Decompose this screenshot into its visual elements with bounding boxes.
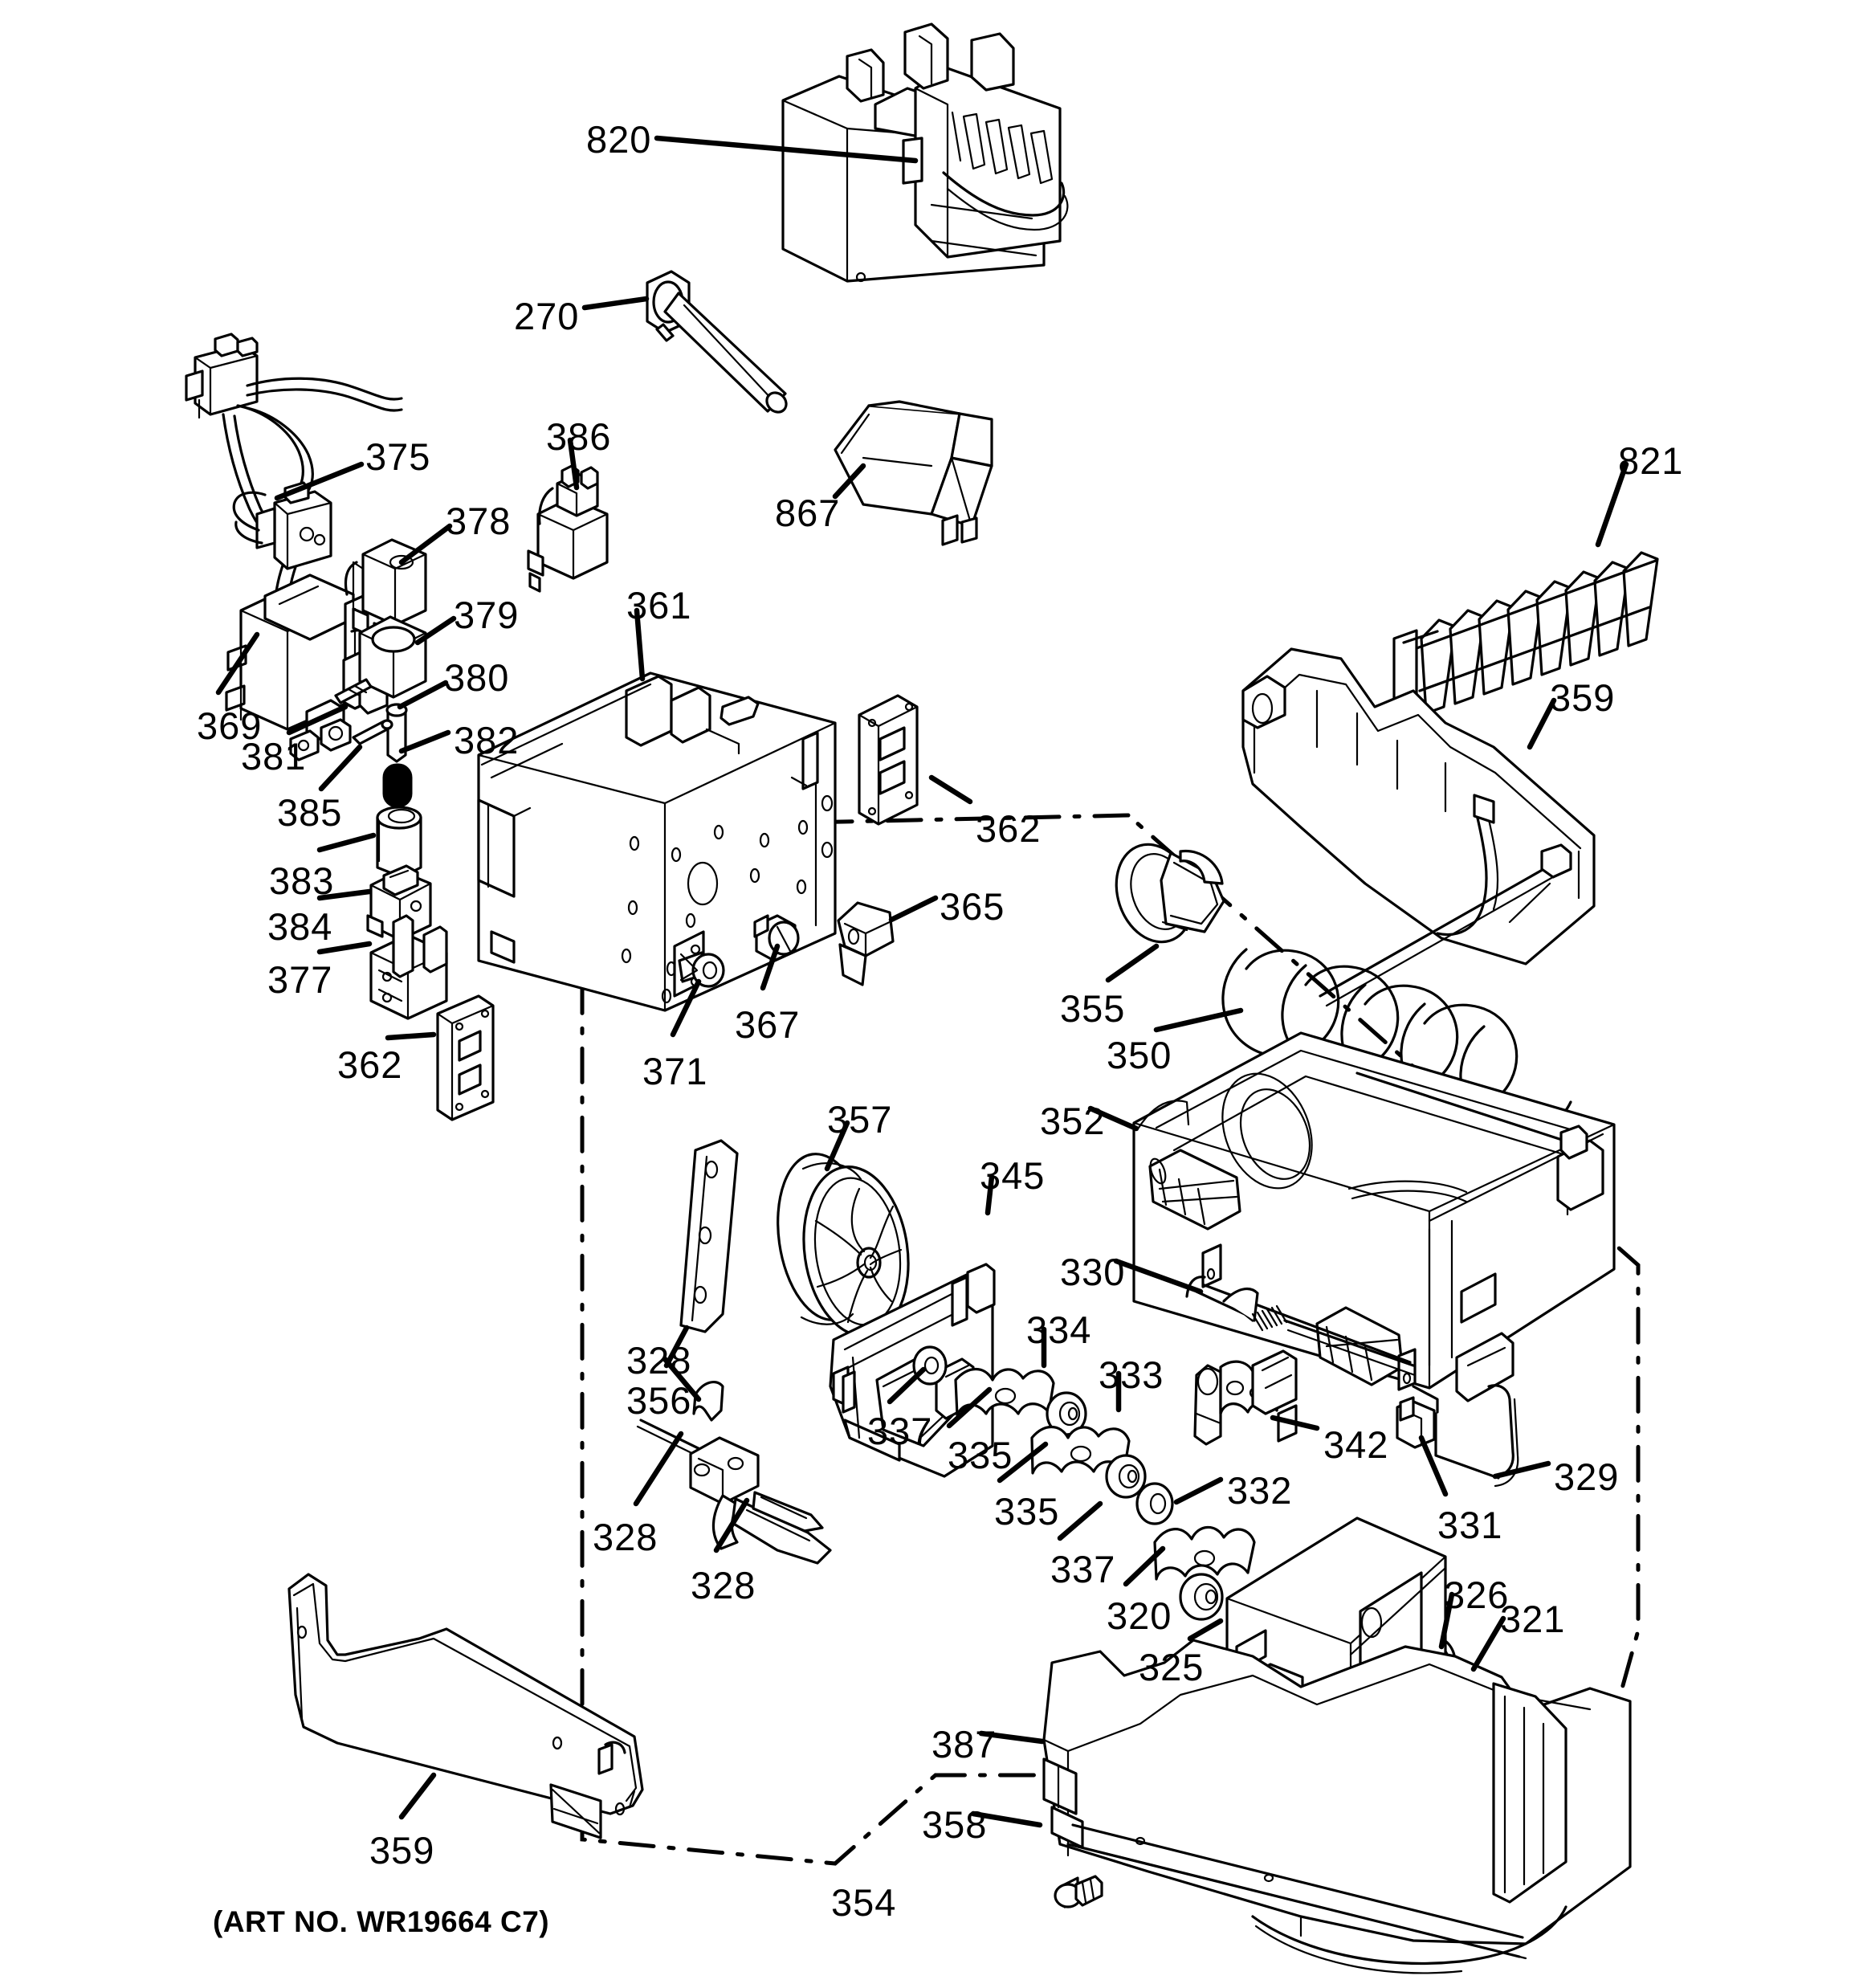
callout-369: 369 [197, 704, 263, 747]
art-number: (ART NO. WR19664 C7) [213, 1905, 550, 1938]
callout-325: 325 [1139, 1646, 1205, 1688]
callout-365: 365 [940, 885, 1005, 928]
callout-330: 330 [1060, 1251, 1126, 1293]
callout-329: 329 [1554, 1455, 1620, 1498]
part-fan-bracket [679, 1139, 739, 1333]
part-roll-pin [334, 678, 373, 704]
callout-378: 378 [446, 500, 512, 542]
callout-367: 367 [735, 1003, 801, 1046]
part-link-rod [352, 719, 393, 745]
part-ice-bucket [1132, 1031, 1616, 1402]
part-ice-crusher-blades [1392, 551, 1659, 718]
part-auger-coupling [1115, 843, 1225, 944]
part-mounting-plate-left [436, 994, 495, 1121]
callout-361: 361 [626, 584, 692, 627]
part-ice-maker-module [781, 22, 1069, 283]
callout-335: 335 [948, 1434, 1013, 1476]
callout-362: 362 [976, 807, 1042, 850]
callout-321: 321 [1500, 1598, 1566, 1640]
part-mounting-plate-right [858, 694, 919, 826]
part-blower-fan-wheel [777, 1153, 910, 1337]
part-actuator-rod [1185, 1276, 1417, 1377]
part-bushing-sleeve [376, 806, 422, 879]
part-spring [382, 763, 413, 808]
callout-320: 320 [1107, 1594, 1172, 1637]
callout-371: 371 [642, 1050, 708, 1092]
part-switch-bracket [369, 914, 448, 1020]
callout-379: 379 [454, 594, 520, 636]
part-bearing-337b [1135, 1482, 1174, 1525]
callout-383: 383 [269, 859, 335, 902]
callout-270: 270 [514, 295, 580, 337]
part-crusher-arm [1193, 1349, 1298, 1446]
part-pivot-bracket [1396, 1396, 1436, 1449]
assembly-boundary-path [580, 813, 1641, 1866]
callout-334: 334 [1026, 1308, 1092, 1351]
callout-354: 354 [831, 1881, 897, 1924]
part-duct-cover-right [1241, 647, 1596, 965]
callout-384: 384 [267, 905, 333, 948]
part-retainer-clip [837, 901, 895, 986]
callout-381: 381 [241, 735, 307, 778]
part-bushing-320 [1179, 1573, 1224, 1621]
part-cam-follower-332 [1153, 1525, 1256, 1581]
callout-382: 382 [454, 719, 520, 761]
callout-375: 375 [365, 435, 431, 478]
callout-358: 358 [922, 1803, 988, 1846]
callout-359: 359 [1550, 676, 1616, 719]
part-washer-334a [912, 1345, 948, 1386]
part-ice-maker-shroud [477, 672, 837, 1012]
part-ice-chute-trough [834, 400, 993, 546]
callout-332: 332 [1227, 1469, 1293, 1512]
callout-380: 380 [444, 656, 510, 699]
callout-867: 867 [775, 492, 841, 534]
callout-356: 356 [626, 1379, 692, 1422]
part-push-nut [678, 951, 725, 988]
part-grommet-screw [753, 914, 800, 962]
part-auger-motor-shaft [646, 270, 788, 414]
callout-821: 821 [1618, 439, 1684, 482]
callout-342: 342 [1323, 1423, 1389, 1466]
callout-357: 357 [827, 1098, 893, 1141]
callout-362: 362 [337, 1043, 403, 1086]
callout-359: 359 [369, 1829, 435, 1872]
callout-337: 337 [1050, 1548, 1116, 1590]
callout-345: 345 [980, 1154, 1046, 1197]
callout-820: 820 [586, 118, 652, 161]
callout-386: 386 [546, 415, 612, 458]
callout-385: 385 [277, 791, 343, 834]
part-spacer-335b [1105, 1454, 1147, 1499]
callout-331: 331 [1437, 1504, 1503, 1546]
callout-350: 350 [1107, 1034, 1172, 1076]
part-dispenser-housing-pan [1042, 1639, 1632, 1974]
part-plunger-pin [385, 703, 408, 763]
callout-355: 355 [1060, 987, 1126, 1030]
callout-328: 328 [691, 1564, 756, 1606]
callout-377: 377 [267, 958, 333, 1001]
callout-352: 352 [1040, 1100, 1106, 1142]
callout-326: 326 [1444, 1574, 1510, 1616]
part-screw [1054, 1875, 1103, 1908]
callout-328: 328 [626, 1339, 692, 1382]
part-relay-switch [527, 464, 609, 593]
part-duct-cover-bottom [287, 1573, 644, 1839]
part-spacer-335a [1046, 1391, 1087, 1436]
callout-335: 335 [994, 1490, 1060, 1533]
callout-333: 333 [1099, 1353, 1164, 1396]
callout-328: 328 [593, 1516, 658, 1558]
callout-337: 337 [867, 1410, 933, 1452]
callout-387: 387 [932, 1723, 997, 1766]
